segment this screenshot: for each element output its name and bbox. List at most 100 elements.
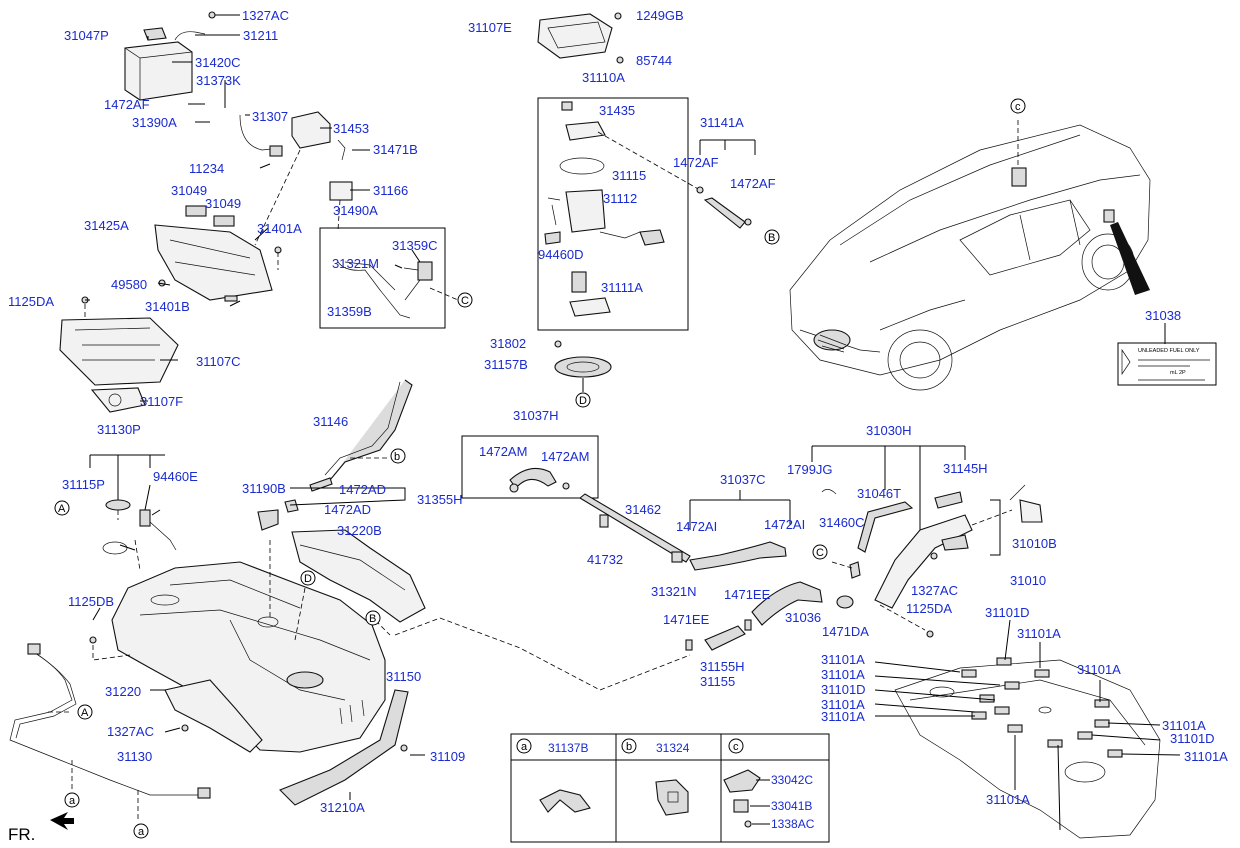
door-31010b xyxy=(1019,499,1043,523)
part-31166 xyxy=(329,181,353,201)
part-label-31390a: 31390A xyxy=(132,115,177,130)
part-labels: 1327AC3121131047P31420C31373K1472AF31390… xyxy=(8,8,1228,815)
part-label-31101a: 31101A xyxy=(821,667,865,682)
canister-31420c xyxy=(124,41,193,101)
part-label-31401a: 31401A xyxy=(257,221,302,236)
legend-part-c3: 1338AC xyxy=(771,817,815,831)
part-label-1472am: 1472AM xyxy=(479,444,527,459)
part-label-31435: 31435 xyxy=(599,103,635,118)
part-label-31030h: 31030H xyxy=(866,423,912,438)
part-label-31038: 31038 xyxy=(1145,308,1181,323)
svg-text:a: a xyxy=(69,795,76,807)
part-label-31166: 31166 xyxy=(373,183,408,198)
part-label-31190b: 31190B xyxy=(242,481,286,496)
part-label-31101d: 31101D xyxy=(1170,731,1215,746)
part-label-31101d: 31101D xyxy=(985,605,1030,620)
fuel-label-line1: UNLEADED FUEL ONLY xyxy=(1138,348,1200,354)
part-label-31155: 31155 xyxy=(700,674,735,689)
strap-31210a xyxy=(279,689,409,806)
part-label-1799jg: 1799JG xyxy=(787,462,833,477)
part-label-1125da: 1125DA xyxy=(8,294,54,309)
part-label-31111a: 31111A xyxy=(601,280,643,295)
svg-text:b: b xyxy=(626,741,632,753)
part-label-1472ad: 1472AD xyxy=(339,482,386,497)
part-label-31101a: 31101A xyxy=(1077,662,1121,677)
svg-text:a: a xyxy=(521,741,528,753)
part-label-31462: 31462 xyxy=(625,502,661,517)
part-label-31802: 31802 xyxy=(490,336,526,351)
pad-31047p xyxy=(143,27,167,41)
svg-text:D: D xyxy=(579,395,587,407)
svg-text:B: B xyxy=(369,613,376,625)
pad-31049-b xyxy=(213,215,235,227)
legend-table xyxy=(510,733,830,843)
part-label-31046t: 31046T xyxy=(857,486,901,501)
part-label-31101a: 31101A xyxy=(1162,718,1206,733)
legend-part-c1: 33042C xyxy=(771,773,813,787)
part-label-1472ai: 1472AI xyxy=(764,517,805,532)
part-label-31425a: 31425A xyxy=(84,218,129,233)
part-label-94460d: 94460D xyxy=(538,247,584,262)
part-label-31157b: 31157B xyxy=(484,357,528,372)
tube-31155h xyxy=(704,625,746,651)
part-label-31101a: 31101A xyxy=(1017,626,1061,641)
callout-circles: A A B B C C D D b c a a a b c xyxy=(54,98,1026,839)
fuel-label-line2: mL 2P xyxy=(1170,370,1186,376)
part-label-31150: 31150 xyxy=(386,669,421,684)
hose-31037c xyxy=(689,541,787,571)
part-label-31141a: 31141A xyxy=(700,115,744,130)
part-label-1327ac: 1327AC xyxy=(911,583,958,598)
part-label-31047p: 31047P xyxy=(64,28,109,43)
part-label-31110a: 31110A xyxy=(582,70,625,85)
part-label-31490a: 31490A xyxy=(333,203,378,218)
svg-text:b: b xyxy=(394,451,400,463)
harness-31130 xyxy=(9,643,211,820)
part-label-31321n: 31321N xyxy=(651,584,697,599)
part-label-31037h: 31037H xyxy=(513,408,559,423)
part-label-31101a: 31101A xyxy=(986,792,1030,807)
part-label-1327ac: 1327AC xyxy=(107,724,154,739)
svg-text:A: A xyxy=(58,503,66,515)
svg-text:C: C xyxy=(816,547,824,559)
part-label-31220b: 31220B xyxy=(337,523,382,538)
svg-text:c: c xyxy=(733,741,739,753)
part-label-1472af: 1472AF xyxy=(104,97,150,112)
part-label-31146: 31146 xyxy=(313,414,348,429)
cover-31107e xyxy=(537,13,613,59)
part-label-1125db: 1125DB xyxy=(68,594,114,609)
part-label-31359b: 31359B xyxy=(327,304,372,319)
box-31490a xyxy=(319,227,446,329)
legend-part-c2: 33041B xyxy=(771,799,812,813)
part-label-31471b: 31471B xyxy=(373,142,418,157)
svg-text:D: D xyxy=(304,573,312,585)
part-label-31220: 31220 xyxy=(105,684,141,699)
part-label-31109: 31109 xyxy=(430,749,465,764)
legend-part-a: 31137B xyxy=(548,741,588,755)
part-label-31321m: 31321M xyxy=(332,256,379,271)
part-label-31460c: 31460C xyxy=(819,515,865,530)
part-label-31107c: 31107C xyxy=(196,354,241,369)
sender-group-31130p xyxy=(89,454,177,555)
part-label-1471ee: 1471EE xyxy=(724,587,771,602)
part-label-31010: 31010 xyxy=(1010,573,1046,588)
part-label-31049: 31049 xyxy=(205,196,241,211)
svg-text:a: a xyxy=(138,826,145,838)
hose-assembly-31490a xyxy=(337,261,459,319)
part-label-31155h: 31155H xyxy=(700,659,745,674)
part-label-1472af: 1472AF xyxy=(730,176,776,191)
tank-pads-31101 xyxy=(874,619,1181,839)
part-label-1472ad: 1472AD xyxy=(324,502,371,517)
pipe-31046t xyxy=(857,501,914,553)
part-label-31211: 31211 xyxy=(243,28,278,43)
canister-group xyxy=(124,11,353,302)
svg-text:B: B xyxy=(768,232,775,244)
part-label-31210a: 31210A xyxy=(320,800,365,815)
part-label-31101d: 31101D xyxy=(821,682,866,697)
direction-label: FR. xyxy=(8,825,35,844)
svg-text:c: c xyxy=(1015,101,1021,113)
part-label-31115: 31115 xyxy=(612,168,646,183)
direction-arrow-icon xyxy=(50,812,74,830)
part-label-31130p: 31130P xyxy=(97,422,141,437)
pad-31049-a xyxy=(185,205,207,217)
